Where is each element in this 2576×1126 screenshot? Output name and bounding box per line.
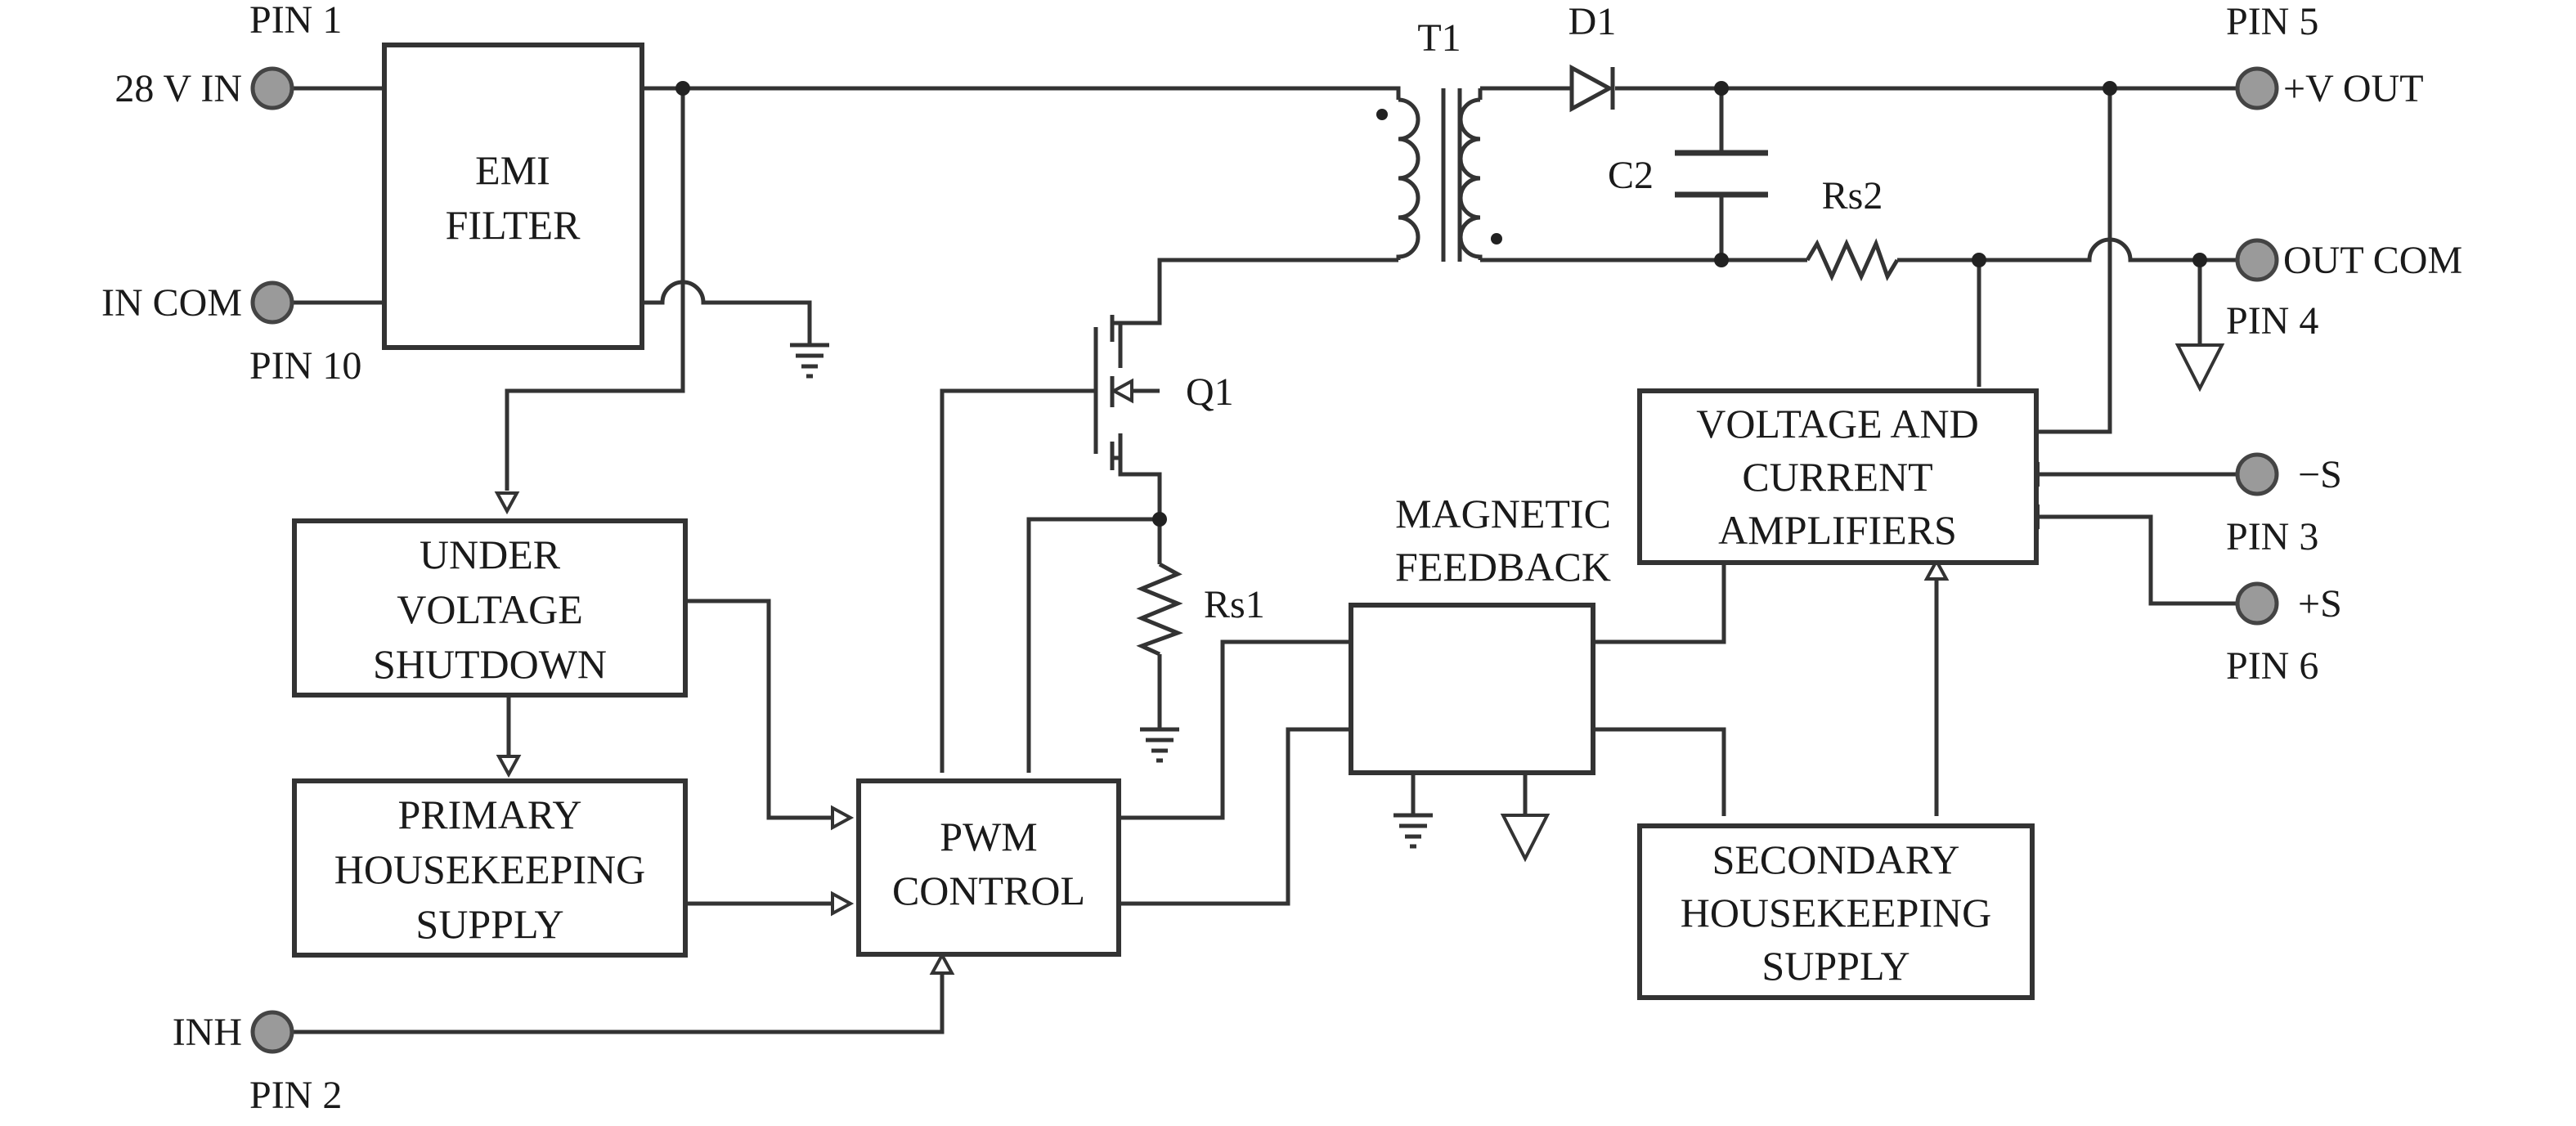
signal-ground-icon [1500, 814, 1551, 863]
emi-label-line2: FILTER [446, 202, 581, 248]
pwm-label-line2: CONTROL [892, 868, 1085, 913]
wire-primary-to-q1 [1120, 258, 1398, 325]
junction-dot [675, 81, 690, 96]
terminal-inh [250, 1010, 294, 1054]
ground-icon [1393, 813, 1433, 849]
arrow-to-uvs [494, 491, 520, 515]
phs-label-line3: SUPPLY [415, 901, 563, 947]
primary-housekeeping-supply-block [292, 778, 688, 958]
junction-dot [1714, 81, 1729, 96]
emi-label-line1: EMI [475, 147, 550, 193]
wire-vout-to-vca [2024, 88, 2112, 434]
vout-label: +V OUT [2283, 67, 2424, 110]
junction-dot [2103, 81, 2117, 96]
d1-label: D1 [1568, 0, 1617, 43]
mfb-label-line2: FEEDBACK [1395, 544, 1611, 590]
diode-d1-icon [1569, 64, 1615, 113]
vca-label-line1: VOLTAGE AND [1696, 401, 1979, 446]
ground-icon [790, 343, 829, 379]
terminal-outcom [2235, 238, 2279, 282]
pin6-label: PIN 6 [2226, 644, 2318, 688]
resistor-rs2-icon [1805, 238, 1900, 282]
signal-ground-icon [2174, 343, 2225, 393]
junction-dots [675, 81, 2207, 527]
shs-label-line1: SECONDARY [1712, 837, 1960, 882]
incom-label: IN COM [101, 281, 242, 325]
terminal-sense-neg [2235, 452, 2279, 496]
arrow-phs-to-pwm [831, 890, 855, 917]
c2-label: C2 [1608, 154, 1654, 197]
magnetic-feedback-block [1349, 603, 1595, 775]
mfb-label-line1: MAGNETIC [1395, 491, 1611, 536]
capacitor-c2-icon [1675, 150, 1768, 198]
junction-dot [1152, 512, 1167, 527]
pwm-control-block [856, 778, 1121, 957]
t1-label: T1 [1417, 16, 1461, 60]
terminal-vin [250, 66, 294, 110]
ground-icon [1140, 727, 1179, 763]
wire-mfb-to-vca [1593, 560, 1726, 644]
wire-out-com [1897, 237, 2241, 262]
arrow-shs-to-vca [1923, 557, 1950, 581]
shs-label-line2: HOUSEKEEPING [1681, 890, 1992, 935]
pin1-label: PIN 1 [249, 0, 342, 42]
inh-label: INH [173, 1011, 242, 1054]
uvs-label-line2: VOLTAGE [397, 586, 582, 632]
vca-label-line2: CURRENT [1742, 454, 1932, 500]
wire-pwm-gate [940, 388, 1096, 773]
wire-incom-ground [642, 280, 812, 343]
arrow-to-phs [496, 755, 522, 778]
wire-q1-source [1118, 433, 1162, 519]
pin3-label: PIN 3 [2226, 515, 2318, 559]
q1-label: Q1 [1186, 370, 1234, 414]
terminal-incom [250, 280, 294, 325]
emi-filter-block [382, 43, 644, 350]
voltage-current-amplifiers-block [1637, 388, 2039, 565]
wire-pwm-to-mfb-bottom [1116, 727, 1351, 906]
vca-label-line3: AMPLIFIERS [1718, 507, 1957, 553]
phs-label-line2: HOUSEKEEPING [334, 846, 646, 892]
wire-inh-to-pwm [293, 965, 945, 1034]
wire-sense-to-pwm [1026, 517, 1160, 773]
wire-mfb-to-shs [1593, 727, 1726, 816]
phs-label-line1: PRIMARY [397, 792, 581, 837]
mosfet-q1-icon [1093, 315, 1160, 470]
outcom-label: OUT COM [2283, 239, 2462, 282]
wire-sense-pos [2036, 514, 2237, 606]
terminal-sense-pos [2235, 581, 2279, 626]
junction-dot [1714, 253, 1729, 267]
under-voltage-shutdown-block [292, 518, 688, 698]
resistor-rs1-icon [1136, 562, 1183, 657]
sense-pos-label: +S [2298, 582, 2342, 626]
wire-uvs-to-pwm [683, 599, 834, 820]
wires [290, 86, 2241, 1034]
pin2-label: PIN 2 [249, 1074, 342, 1117]
rs2-label: Rs2 [1822, 174, 1883, 218]
wire-pwm-to-mfb-top [1116, 639, 1351, 820]
uvs-label-line3: SHUTDOWN [373, 641, 607, 687]
rs1-label: Rs1 [1204, 583, 1265, 626]
pin4-label: PIN 4 [2226, 299, 2318, 343]
pwm-label-line1: PWM [940, 814, 1037, 859]
transformer-t1-icon [1376, 86, 1502, 262]
arrow-uvs-to-pwm [831, 805, 855, 831]
pin5-label: PIN 5 [2226, 0, 2318, 43]
sense-neg-label: −S [2298, 453, 2342, 496]
vin-label: 28 V IN [114, 67, 242, 110]
junction-dot [2192, 253, 2207, 267]
terminal-vout [2235, 66, 2279, 110]
pin10-label: PIN 10 [249, 344, 361, 388]
wire-to-uvs [505, 88, 685, 491]
shs-label-line3: SUPPLY [1761, 943, 1910, 989]
secondary-housekeeping-supply-block [1637, 823, 2035, 1000]
uvs-label-line1: UNDER [420, 532, 561, 577]
junction-dot [1972, 253, 1986, 267]
arrow-inh-to-pwm [929, 951, 955, 975]
